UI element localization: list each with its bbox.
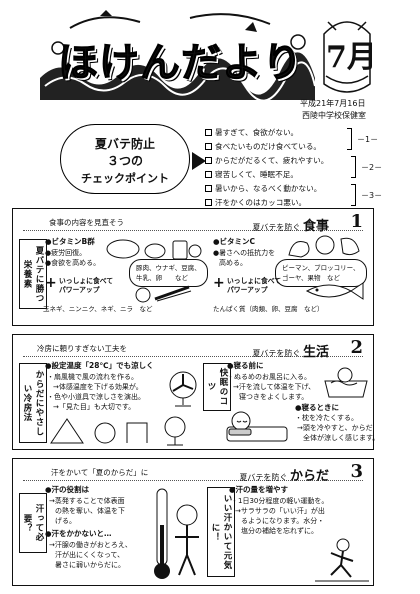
exercise-tip: ・1日30分程度の軽い運動を。	[231, 497, 329, 505]
sweat-role-text: げる。	[55, 517, 76, 525]
section-number: 2	[350, 337, 363, 358]
exercise-effect: →サラサラの「いい汗」が出	[235, 507, 325, 515]
checkbox-icon[interactable]	[205, 142, 212, 150]
sleeping-person-illustration	[226, 411, 288, 442]
checkpoint-heading: 夏バテ防止	[94, 137, 155, 151]
pillow-tip-effect: →頭を冷やすと、からだ	[297, 424, 373, 432]
vegetable-illustration	[288, 235, 360, 258]
section-header: 汗をかいて「夏のからだ」に 夏バテを防ぐ からだ 3	[23, 461, 363, 484]
no-sweat-text: →汗腺の働きがおとろえ、	[49, 541, 132, 549]
side-label: 汗って必要？	[19, 493, 47, 553]
masthead-wave-illustration	[40, 10, 315, 100]
vitamin-c-benefit: 高める。	[219, 259, 247, 267]
group-bracket	[351, 184, 356, 206]
powerup-label: いっしょに食べて パワーアップ	[227, 277, 282, 294]
month-label: 7月	[326, 40, 377, 75]
group-bracket	[347, 128, 352, 150]
section-meal: 食事の内容を見直そう 夏バテを防ぐ 食事 1 夏バテに勝つ栄養素 ●ビタミンB群…	[12, 208, 374, 326]
checklist-item[interactable]: 汗をかくのはカッコ悪い。	[205, 196, 306, 208]
group-label-3: －3－	[361, 191, 383, 200]
section-body: 汗をかいて「夏のからだ」に 夏バテを防ぐ からだ 3 汗って必要？ ●汗の役割は…	[12, 458, 374, 586]
issue-date: 平成21年7月16日	[300, 99, 366, 108]
onion-garlic-illustration	[135, 285, 192, 303]
checkpoint-subheading: チェックポイント	[81, 172, 169, 185]
section-header: 冷房に頼りすぎない工夫を 夏バテを防ぐ 生活 2	[23, 337, 363, 360]
group-label-1: －1－	[357, 135, 379, 144]
issuer-name: 西陵中学校保健室	[302, 111, 366, 120]
checklist-item[interactable]: からだがだるくて、疲れやすい。	[205, 154, 328, 166]
checkbox-icon[interactable]	[205, 170, 212, 178]
checkbox-icon[interactable]	[205, 198, 212, 206]
section-subtitle: 汗をかいて「夏のからだ」に	[51, 468, 149, 477]
checklist-item[interactable]: 暑いから、なるべく動かない。	[205, 182, 321, 194]
section-subtitle: 冷房に頼りすぎない工夫を	[37, 344, 127, 353]
no-sweat-text: 暑さに弱いからだに。	[55, 561, 125, 569]
vitamin-b-benefit: ●疲労回復。	[45, 249, 87, 257]
tool-tip: ・色や小道具で涼しさを演出。	[47, 393, 145, 401]
section-lifestyle: 冷房に頼りすぎない工夫を 夏バテを防ぐ 生活 2 からだにやさしい冷房法 ●設定…	[12, 334, 379, 450]
section-header: 食事の内容を見直そう 夏バテを防ぐ 食事 1	[23, 211, 363, 234]
powerup-label: いっしょに食べて パワーアップ	[59, 277, 114, 294]
arrow-right-icon	[192, 152, 206, 170]
exercise-effect: 塩分の補給を忘れずに。	[241, 527, 318, 535]
bath-tip-effect: →汗を流して体温を下げ、	[233, 383, 316, 391]
pillow-tip: ・枕を冷たくする。	[295, 414, 358, 422]
powerup-foods: たんぱく質（肉類、卵、豆腐 など）	[213, 305, 324, 313]
sweat-role-text: →蒸発することで体表面	[49, 497, 125, 505]
month-badge-illustration	[323, 21, 371, 93]
running-person-illustration	[315, 538, 369, 582]
vitamin-c-foods: ピーマン、ブロッコリー、 ゴーヤ、果物 など	[275, 259, 367, 287]
no-sweat-text: 汗が出にくくなって、	[55, 551, 125, 559]
fish-illustration	[305, 282, 364, 300]
section-tag: 夏バテを防ぐ 生活	[252, 345, 329, 360]
vitamin-b-benefit: ●食欲を高める。	[45, 259, 101, 267]
checkbox-icon[interactable]	[205, 128, 212, 136]
no-sweat-title: ●汗をかかないと…	[45, 529, 112, 538]
vitamin-b-foods: 豚肉、ウナギ、豆腐、 牛乳、卵 など	[129, 259, 208, 287]
newsletter-title: ほけんだより	[57, 39, 304, 87]
meat-egg-illustration	[106, 239, 202, 260]
fan-tip-effect: →体感温度を下げる効果が。	[53, 383, 143, 391]
vitamin-b-title: ●ビタミンB群	[45, 237, 95, 246]
section-number: 1	[350, 211, 363, 232]
section-subtitle: 食事の内容を見直そう	[49, 218, 124, 227]
sweat-role-title: ●汗の役割は	[45, 485, 90, 494]
checkpoint-banner: 夏バテ防止 ３つの チェックポイント	[60, 124, 190, 194]
bath-tip: ・ぬるめのお風呂に入る。	[227, 373, 311, 381]
exercise-effect: るようになります。水分・	[241, 517, 325, 525]
checklist-item[interactable]: 食べたいものだけ食べている。	[205, 140, 321, 152]
checkpoint-count: ３つの	[106, 154, 143, 168]
group-label-2: －2－	[361, 163, 383, 172]
electric-fan-illustration	[169, 371, 197, 407]
section-tag: 夏バテを防ぐ 食事	[252, 219, 329, 234]
vitamin-c-title: ●ビタミンC	[213, 237, 256, 246]
section-number: 3	[350, 461, 363, 482]
bath-tip-effect: 寝つきをよくします。	[239, 393, 309, 401]
bath-illustration	[324, 367, 368, 398]
plus-icon: +	[45, 275, 57, 291]
thermometer-person-illustration	[154, 488, 199, 579]
checklist-item[interactable]: 暑すぎて、食欲がない。	[205, 126, 298, 138]
sleep-during-title: ●寝るときに	[295, 403, 340, 412]
group-bracket	[351, 156, 356, 178]
checkbox-icon[interactable]	[205, 184, 212, 192]
tool-tip-effect: →「見た目」も大切です。	[53, 403, 136, 411]
powerup-foods: 玉ネギ、ニンニク、ネギ、ニラ など	[43, 305, 153, 313]
checklist-item[interactable]: 寝苦しくて、睡眠不足。	[205, 168, 298, 180]
temperature-title: ●設定温度「28℃」でも涼しく	[45, 361, 154, 370]
sleep-side-label: 快眠のコツ	[203, 363, 231, 411]
vitamin-c-benefit: ●暑さへの抵抗力を	[213, 249, 276, 257]
cool-goods-illustration	[50, 416, 186, 446]
side-label: からだにやさしい冷房法	[19, 363, 47, 443]
fan-tip: ・扇風機で風の流れを作る。	[47, 373, 138, 381]
sweat-increase-title: ●汗の量を増やす	[229, 485, 289, 494]
pillow-tip-effect: 全体が涼しく感じます。	[303, 434, 380, 442]
middle-label: いい汗かいて元気に！	[207, 487, 235, 577]
checkbox-icon[interactable]	[205, 156, 212, 164]
sleep-before-title: ●寝る前に	[227, 361, 264, 370]
sweat-role-text: の熱を奪い、体温を下	[55, 507, 125, 515]
section-tag: 夏バテを防ぐ からだ	[239, 469, 329, 484]
plus-icon: +	[213, 275, 225, 291]
side-label: 夏バテに勝つ栄養素	[19, 239, 47, 309]
